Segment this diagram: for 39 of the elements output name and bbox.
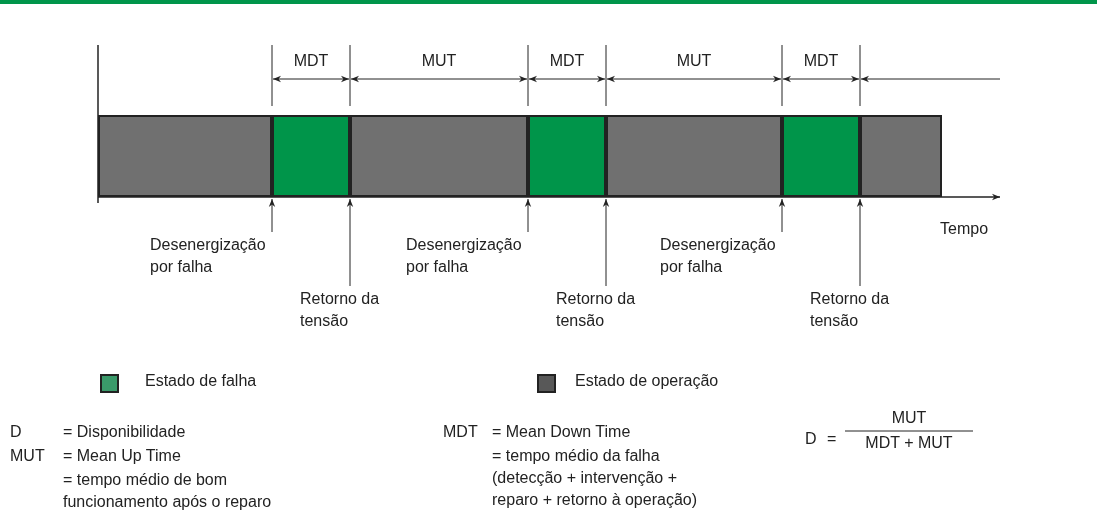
leader-arrow bbox=[268, 198, 276, 233]
annotation-text: Retorno da tensão bbox=[556, 288, 646, 332]
annotation-text: Desenergização por falha bbox=[150, 234, 285, 278]
definition-text: = Disponibilidade bbox=[63, 422, 186, 442]
operation-segment bbox=[350, 115, 528, 197]
dimension-label: MDT bbox=[292, 51, 330, 71]
formula-numerator: MUT bbox=[890, 408, 928, 428]
formula-denominator: MDT + MUT bbox=[864, 433, 954, 453]
legend-label: Estado de operação bbox=[575, 371, 719, 391]
dimension-label: MUT bbox=[675, 51, 713, 71]
formula-symbol: D bbox=[805, 429, 817, 449]
dimension-label: MUT bbox=[420, 51, 458, 71]
annotation-text: Desenergização por falha bbox=[660, 234, 795, 278]
symbol-text: MUT bbox=[10, 446, 45, 466]
leader-arrow bbox=[524, 198, 532, 233]
dimension-label: MDT bbox=[548, 51, 586, 71]
symbol-text: MDT bbox=[443, 422, 478, 442]
dimension-label: MDT bbox=[802, 51, 840, 71]
definition-text: = Mean Down Time bbox=[492, 422, 631, 442]
failure-segment bbox=[528, 115, 606, 197]
definition-text: = tempo médio da falha (detecção + intervenção + reparo + retorno à operação) bbox=[492, 446, 698, 510]
failure-segment bbox=[272, 115, 350, 197]
operation-segment bbox=[98, 115, 272, 197]
leader-arrow bbox=[346, 198, 354, 287]
annotation-text: Retorno da tensão bbox=[810, 288, 900, 332]
leader-arrow bbox=[602, 198, 610, 287]
operation-segment bbox=[860, 115, 942, 197]
leader-arrow bbox=[856, 198, 864, 287]
legend-label: Estado de falha bbox=[145, 371, 257, 391]
formula-operator: = bbox=[827, 429, 837, 449]
symbol-text: D bbox=[10, 422, 22, 442]
annotation-text: Retorno da tensão bbox=[300, 288, 390, 332]
axis-label: Tempo bbox=[940, 219, 989, 239]
definition-text: = tempo médio de bom funcionamento após o reparo bbox=[63, 470, 273, 512]
leader-arrow bbox=[778, 198, 786, 233]
annotation-text: Desenergização por falha bbox=[406, 234, 541, 278]
operation-segment bbox=[606, 115, 782, 197]
failure-segment bbox=[782, 115, 860, 197]
definition-text: = Mean Up Time bbox=[63, 446, 181, 466]
